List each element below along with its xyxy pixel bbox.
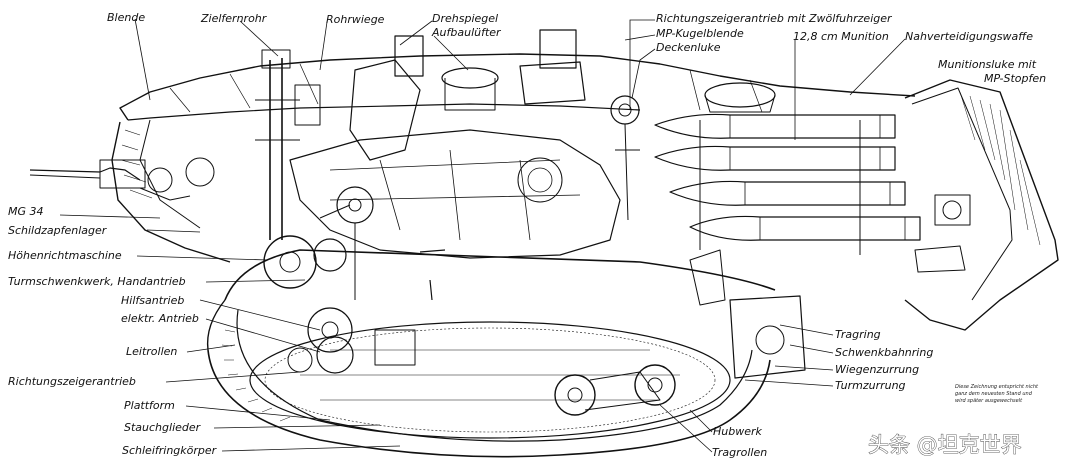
label-tragring: Tragring xyxy=(835,328,881,341)
label-munitionsluke: Munitionsluke mit xyxy=(938,58,1037,71)
label-hohenrichtmaschine: Höhenrichtmaschine xyxy=(8,249,122,262)
label-turmzurrung: Turmzurrung xyxy=(835,379,906,392)
label-richtungszeigerantrieb: Richtungszeigerantrieb xyxy=(8,375,136,388)
turret-basket xyxy=(206,249,776,458)
drawing-note: Diese Zeichnung entspricht nicht ganz de… xyxy=(955,384,1039,404)
label-stauchglieder: Stauchglieder xyxy=(124,421,202,434)
note-line-2: ganz dem neuesten Stand und xyxy=(955,391,1033,397)
label-tragrollen: Tragrollen xyxy=(712,446,767,459)
label-aufbaulufter: Aufbaulüfter xyxy=(431,26,502,39)
label-elektr-antrieb: elektr. Antrieb xyxy=(121,312,199,325)
label-mg34: MG 34 xyxy=(8,205,44,218)
label-leitrollen: Leitrollen xyxy=(126,345,177,358)
turret-drawing xyxy=(29,29,1059,458)
watermark-text: 头条 @坦克世界 xyxy=(868,433,1022,457)
note-line-1: Diese Zeichnung entspricht nicht xyxy=(955,384,1039,390)
label-richtungszeigerantrieb-zwolf: Richtungszeigerantrieb mit Zwölfuhrzeige… xyxy=(656,12,893,25)
ammunition-rounds xyxy=(654,113,921,255)
label-hilfsantrieb: Hilfsantrieb xyxy=(121,294,184,307)
label-nahverteidigungswaffe: Nahverteidigungswaffe xyxy=(905,30,1033,43)
label-schwenkbahnring: Schwenkbahnring xyxy=(835,346,933,359)
label-blende: Blende xyxy=(107,11,145,24)
label-turmschwenkwerk: Turmschwenkwerk, Handantrieb xyxy=(8,275,186,288)
label-schildzapfenlager: Schildzapfenlager xyxy=(8,224,108,237)
label-munition: 12,8 cm Munition xyxy=(793,30,889,43)
label-rohrwiege: Rohrwiege xyxy=(326,13,385,26)
label-plattform: Plattform xyxy=(124,399,175,412)
label-deckenluke: Deckenluke xyxy=(656,41,721,54)
label-wiegenzurrung: Wiegenzurrung xyxy=(835,363,919,376)
label-mp-stopfen: MP-Stopfen xyxy=(984,72,1046,85)
label-hubwerk: Hubwerk xyxy=(713,425,763,438)
note-line-3: wird später ausgewechselt xyxy=(955,398,1023,404)
label-mp-kugelblende: MP-Kugelblende xyxy=(656,27,744,40)
labels: Blende Zielfernrohr Rohrwiege Drehspiege… xyxy=(8,11,1046,459)
label-zielfernrohr: Zielfernrohr xyxy=(200,12,268,25)
leader-lines xyxy=(59,18,906,453)
label-schleifringkorper: Schleifringkörper xyxy=(122,444,218,457)
label-drehspiegel: Drehspiegel xyxy=(432,12,498,25)
